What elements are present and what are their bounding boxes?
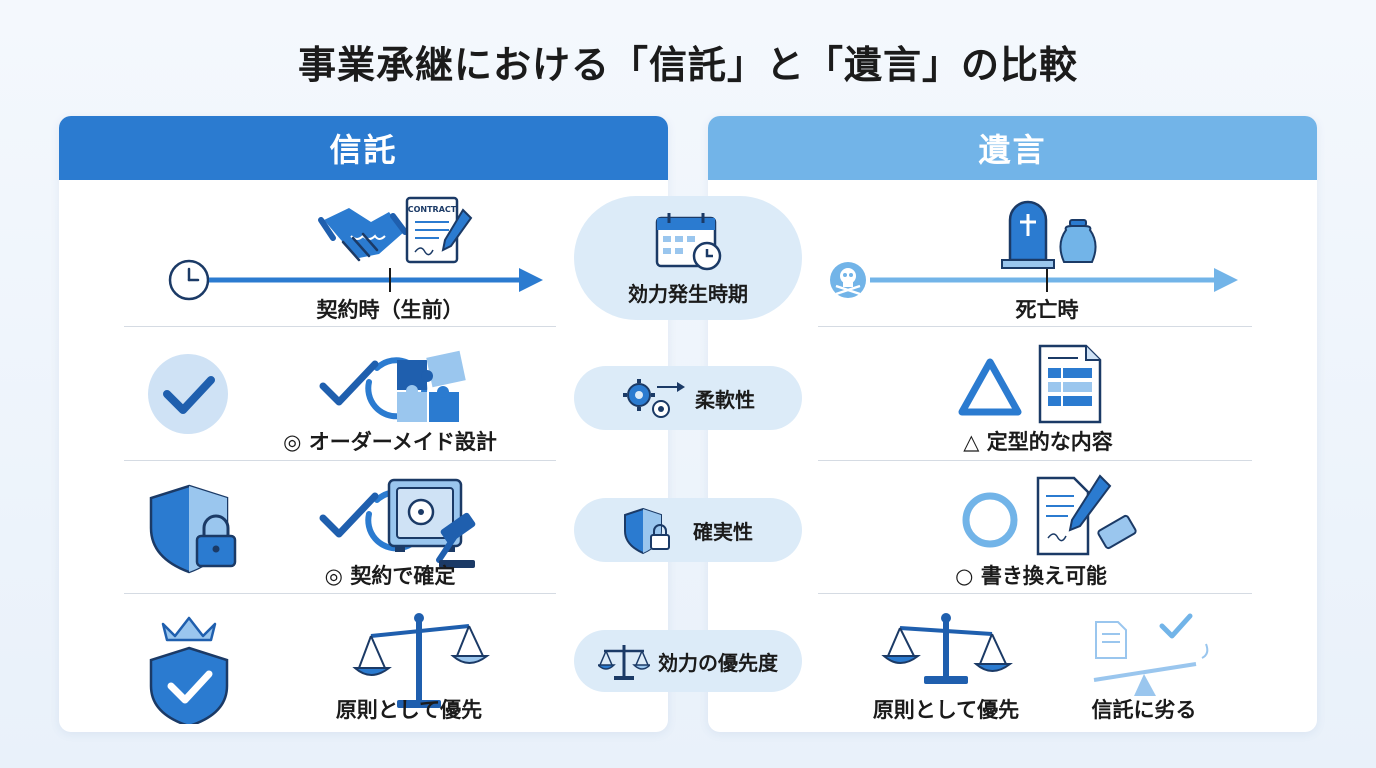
crown-shield-icon (149, 616, 229, 724)
scale-icon (352, 613, 490, 708)
page-title: 事業承継における「信託」と「遺言」の比較 (297, 43, 1078, 87)
will-divider-2 (818, 460, 1252, 461)
will-header: 遺言 (708, 116, 1317, 180)
will-priority-label-a: 原則として優先 (872, 698, 1020, 722)
trust-timeline: CONTRACT (168, 196, 543, 301)
scale-icon (598, 645, 650, 680)
criterion-timing: 効力発生時期 (574, 196, 802, 320)
trust-priority-label: 原則として優先 (335, 698, 483, 722)
criterion-priority: 効力の優先度 (574, 630, 802, 692)
trust-flexibility-label: ◎ オーダーメイド設計 (283, 430, 497, 454)
criterion-priority-label: 効力の優先度 (658, 650, 778, 675)
shield-lock-icon (624, 507, 670, 555)
trust-timing-label: 契約時（生前） (316, 298, 464, 322)
gears-icon (623, 379, 685, 418)
criterion-certainty-label: 確実性 (693, 519, 753, 544)
will-divider-3 (818, 593, 1252, 594)
will-priority-label-b: 信託に劣る (1091, 698, 1197, 722)
trust-priority-icons (149, 613, 490, 724)
trust-divider-1 (124, 326, 556, 327)
puzzle-icon (397, 350, 466, 422)
criterion-flexibility: 柔軟性 (574, 366, 802, 430)
document-pen-icon (1036, 474, 1112, 556)
will-flexibility-label: △ 定型的な内容 (963, 430, 1113, 454)
will-timing-label: 死亡時 (1015, 298, 1079, 322)
will-certainty-icons (962, 474, 1137, 556)
contract-icon: CONTRACT (405, 196, 473, 264)
will-flexibility-icons (958, 344, 1102, 424)
eraser-icon (1097, 514, 1137, 550)
trust-flexibility-icons (148, 350, 466, 434)
circle-icon (962, 492, 1018, 548)
check-circle-icon (148, 354, 228, 434)
shield-lock-icon (149, 484, 237, 574)
triangle-icon (958, 358, 1022, 416)
criterion-flexibility-label: 柔軟性 (695, 387, 755, 412)
will-priority-icons (881, 613, 1209, 696)
trust-panel: 信託 CONTRACT 契約時（生前） (59, 116, 668, 732)
document-icon (1038, 344, 1102, 424)
seesaw-icon (1093, 613, 1209, 696)
trust-header: 信託 (59, 116, 668, 180)
trust-certainty-label: ◎ 契約で確定 (324, 564, 456, 588)
calendar-clock-icon (655, 212, 722, 270)
trust-certainty-icons (149, 478, 476, 574)
will-panel: 遺言 死亡時 (708, 116, 1317, 732)
criterion-timing-label: 効力発生時期 (628, 281, 748, 306)
skull-icon (830, 262, 866, 298)
gavel-icon (436, 512, 476, 568)
trust-divider-3 (124, 593, 556, 594)
will-timeline (830, 200, 1238, 298)
trust-divider-2 (124, 460, 556, 461)
handshake-icon (318, 208, 408, 262)
urn-icon (1059, 219, 1097, 263)
svg-text:CONTRACT: CONTRACT (408, 205, 457, 214)
will-certainty-label: ○ 書き換え可能 (955, 564, 1107, 588)
criterion-certainty: 確実性 (574, 498, 802, 562)
will-divider-1 (818, 326, 1252, 327)
scale-icon (881, 613, 1013, 684)
gravestone-icon (1001, 200, 1055, 269)
clock-icon (168, 259, 210, 301)
